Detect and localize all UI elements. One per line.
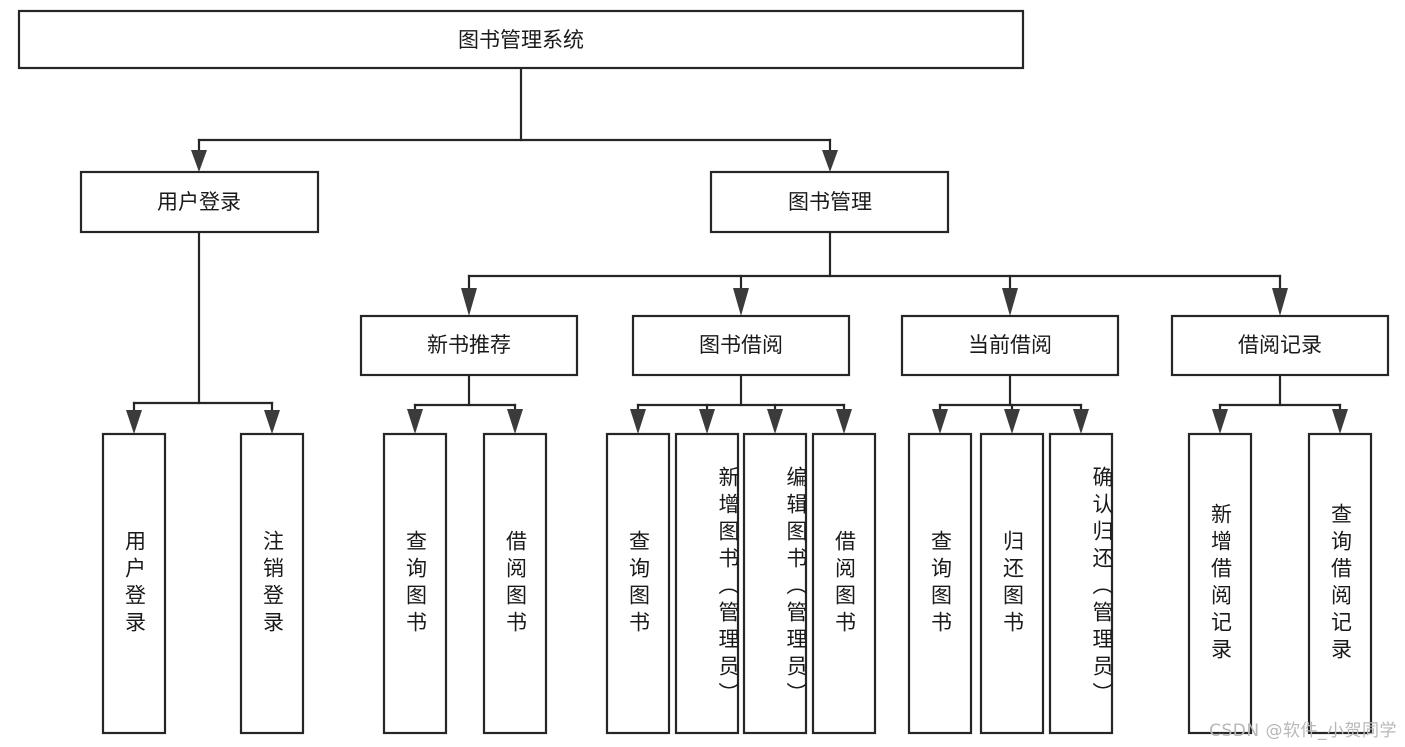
leaf-add-book-box[interactable] [674, 432, 740, 735]
arrow-head-leaf-query-book-borrow [630, 409, 646, 434]
node-book-borrow[interactable]: 图书借阅 [631, 314, 851, 377]
node-book-manage[interactable]: 图书管理 [709, 170, 950, 234]
leaf-user-login-box[interactable] [101, 432, 167, 735]
arrow-head-book-manage [822, 150, 838, 172]
arrow-head-current-borrow [1002, 288, 1018, 316]
arrow-head-book-borrow [733, 288, 749, 316]
arrow-head-leaf-borrow-book [836, 409, 852, 434]
node-new-book-rec-label: 新书推荐 [427, 333, 511, 357]
leaf-logout-box[interactable] [239, 432, 305, 735]
leaf-query-book-rec-box[interactable] [382, 432, 448, 735]
node-book-borrow-label: 图书借阅 [699, 333, 783, 357]
node-user-login-label: 用户登录 [157, 190, 241, 214]
arrow-head-user-login [191, 150, 207, 172]
leaf-return-book-box[interactable] [979, 432, 1045, 735]
node-new-book-rec[interactable]: 新书推荐 [359, 314, 579, 377]
arrow-head-leaf-edit-book [767, 409, 783, 434]
leaf-borrow-book-rec-box[interactable] [482, 432, 548, 735]
leaf-confirm-return-box[interactable] [1048, 432, 1114, 735]
arrow-head-leaf-query-book-rec [407, 409, 423, 434]
arrow-head-leaf-logout [264, 410, 280, 434]
node-current-borrow-box[interactable] [900, 314, 1120, 377]
leaf-node-layer [101, 432, 1373, 735]
node-root[interactable]: 图书管理系统 [17, 9, 1025, 70]
watermark-text: CSDN @软件_小贺同学 [1209, 721, 1397, 741]
node-new-book-rec-box[interactable] [359, 314, 579, 377]
leaf-borrow-book-box[interactable] [811, 432, 877, 735]
node-root-label: 图书管理系统 [458, 28, 584, 52]
leaf-edit-book-box[interactable] [742, 432, 808, 735]
arrow-head-new-book-rec [461, 288, 477, 316]
arrow-head-leaf-query-record [1332, 409, 1348, 434]
arrow-head-borrow-record [1272, 288, 1288, 316]
arrow-head-leaf-borrow-book-rec [507, 409, 523, 434]
arrow-head-leaf-add-record [1212, 409, 1228, 434]
node-borrow-record-box[interactable] [1170, 314, 1390, 377]
leaf-query-book-current-box[interactable] [907, 432, 973, 735]
node-book-borrow-box[interactable] [631, 314, 851, 377]
arrow-head-leaf-add-book [699, 409, 715, 434]
node-user-login-box[interactable] [79, 170, 320, 234]
leaf-add-record-box[interactable] [1187, 432, 1253, 735]
node-user-login[interactable]: 用户登录 [79, 170, 320, 234]
node-current-borrow[interactable]: 当前借阅 [900, 314, 1120, 377]
node-book-manage-label: 图书管理 [788, 190, 872, 214]
node-root-box[interactable] [17, 9, 1025, 70]
connector-layer [126, 66, 1348, 434]
arrow-head-leaf-query-book-current [932, 409, 948, 434]
leaf-query-record-box[interactable] [1307, 432, 1373, 735]
arrow-head-leaf-user-login [126, 410, 142, 434]
node-borrow-record[interactable]: 借阅记录 [1170, 314, 1390, 377]
node-borrow-record-label: 借阅记录 [1238, 333, 1322, 357]
arrow-head-leaf-return-book [1004, 409, 1020, 434]
leaf-query-book-borrow-box[interactable] [605, 432, 671, 735]
node-current-borrow-label: 当前借阅 [968, 333, 1052, 357]
arrow-head-leaf-confirm-return [1073, 409, 1089, 434]
node-book-manage-box[interactable] [709, 170, 950, 234]
